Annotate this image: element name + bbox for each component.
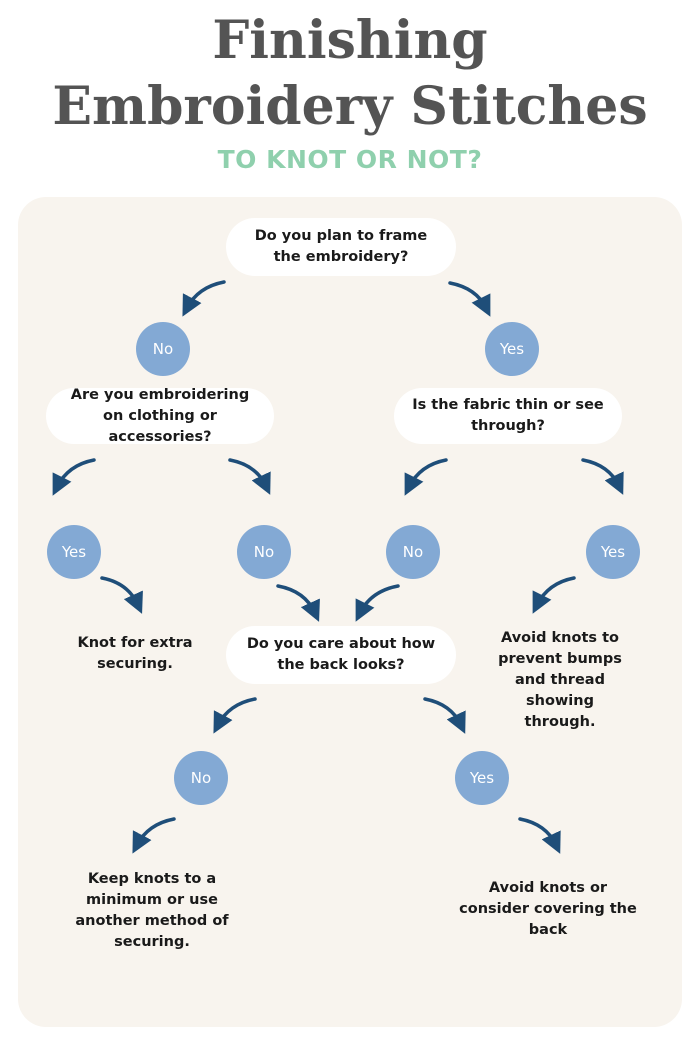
- answer-yes-frame: Yes: [485, 322, 539, 376]
- question-fabric-text: Is the fabric thin or see through?: [412, 397, 604, 434]
- question-back: Do you care about how the back looks?: [226, 626, 456, 684]
- arrow-clothing-no: [228, 458, 271, 495]
- result-avoid-cover: Avoid knots or consider covering the bac…: [459, 880, 637, 938]
- arrow-no-to-back-right: [355, 584, 400, 622]
- result-knot-extra: Knot for extra securing.: [77, 635, 193, 672]
- answer-yes-fabric: Yes: [586, 525, 640, 579]
- answer-yes-back: Yes: [455, 751, 509, 805]
- arrow-yes-to-cover: [518, 817, 561, 854]
- answer-no-clothing: No: [237, 525, 291, 579]
- subtitle: TO KNOT OR NOT?: [217, 145, 483, 174]
- arrow-frame-no: [182, 280, 226, 317]
- question-clothing: Are you embroidering on clothing or acce…: [46, 387, 274, 445]
- question-back-text: Do you care about how the back looks?: [246, 636, 436, 673]
- arrow-clothing-yes: [52, 458, 96, 496]
- title-line-2: Embroidery Stitches: [52, 76, 648, 137]
- answer-no-back: No: [174, 751, 228, 805]
- arrow-no-to-back-left: [276, 584, 320, 622]
- arrow-yes-to-avoid: [532, 576, 576, 614]
- question-frame-text: Do you plan to frame the embroidery?: [254, 228, 428, 265]
- answer-no-frame: No: [136, 322, 190, 376]
- arrow-back-no: [213, 697, 257, 734]
- question-clothing-text: Are you embroidering on clothing or acce…: [70, 386, 250, 445]
- title-line-1: Finishing: [212, 10, 488, 71]
- arrow-yes-to-knot: [100, 576, 143, 614]
- result-avoid-bumps: Avoid knots to prevent bumps and thread …: [498, 630, 622, 730]
- answer-yes-clothing: Yes: [47, 525, 101, 579]
- arrow-back-yes: [423, 697, 466, 734]
- arrow-no-to-keep: [132, 817, 176, 854]
- result-keep-minimum: Keep knots to a minimum or use another m…: [75, 871, 229, 950]
- question-frame: Do you plan to frame the embroidery?: [226, 218, 456, 276]
- answer-no-fabric: No: [386, 525, 440, 579]
- arrow-fabric-no: [404, 458, 448, 496]
- question-fabric: Is the fabric thin or see through?: [394, 388, 622, 444]
- arrow-frame-yes: [448, 281, 491, 317]
- arrow-fabric-yes: [581, 458, 624, 495]
